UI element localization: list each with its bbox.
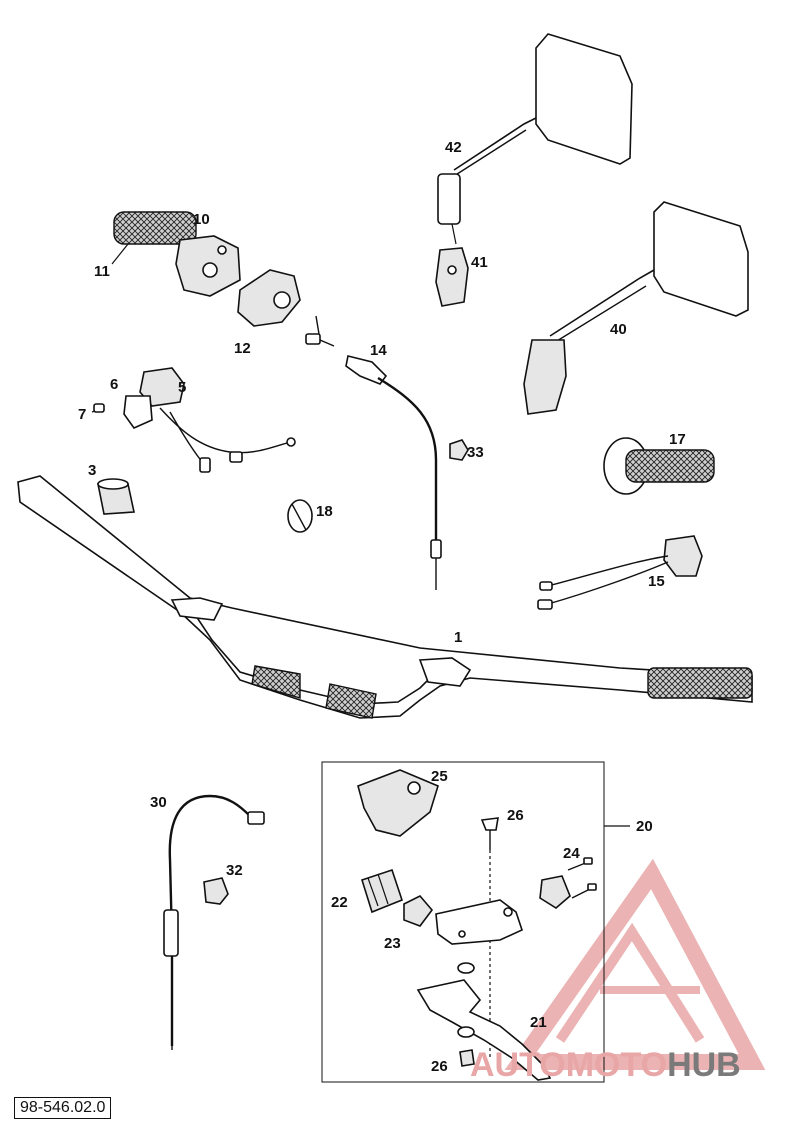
handlebar-part <box>17 475 753 719</box>
grip-knurl <box>647 667 753 699</box>
throttle-cable-part <box>305 315 442 590</box>
callout-26-top: 26 <box>507 807 524 824</box>
callout-10: 10 <box>193 211 210 228</box>
watermark-logo <box>504 858 766 1070</box>
throttle-cover-part <box>237 269 301 327</box>
lever-cover-part <box>357 769 439 837</box>
kill-switch-part <box>123 367 296 473</box>
lever-screws-part <box>567 857 597 899</box>
callout-5: 5 <box>178 379 186 396</box>
callout-23: 23 <box>384 935 401 952</box>
mirror-mount-part <box>435 247 469 307</box>
document-number: 98-546.02.0 <box>14 1097 112 1119</box>
callout-7: 7 <box>78 406 86 423</box>
assembly-box <box>321 761 605 1083</box>
callout-42: 42 <box>445 139 462 156</box>
callout-33: 33 <box>467 444 484 461</box>
callout-30: 30 <box>150 794 167 811</box>
mirror-right-part <box>523 201 749 415</box>
callout-12: 12 <box>234 340 251 357</box>
crossbar-pad <box>325 683 377 719</box>
callout-1: 1 <box>454 629 462 646</box>
lever-bracket-part <box>403 875 571 945</box>
callout-3: 3 <box>88 462 96 479</box>
callout-15: 15 <box>648 573 665 590</box>
watermark-text: AUTOMOTOHUB <box>470 1046 741 1084</box>
callout-20: 20 <box>636 818 653 835</box>
clamp-part <box>287 499 313 533</box>
callout-6: 6 <box>110 376 118 393</box>
nut-part <box>449 439 469 461</box>
callout-25: 25 <box>431 768 448 785</box>
callout-24: 24 <box>563 845 580 862</box>
clutch-cable-part <box>163 794 265 1050</box>
start-switch-part <box>537 535 703 610</box>
clutch-lever-part <box>416 962 552 1081</box>
throttle-grip-part <box>111 211 241 297</box>
cable-adjuster-part <box>203 877 229 905</box>
callout-40: 40 <box>610 321 627 338</box>
callout-41: 41 <box>471 254 488 271</box>
screw-part <box>91 403 105 413</box>
mirror-left-part <box>437 33 633 245</box>
crossbar-pad <box>251 665 301 699</box>
left-grip-part <box>603 437 715 495</box>
bushing-part <box>97 478 135 515</box>
callout-26-bottom: 26 <box>431 1058 448 1075</box>
callout-32: 32 <box>226 862 243 879</box>
callout-21: 21 <box>530 1014 547 1031</box>
callout-18: 18 <box>316 503 333 520</box>
watermark-word-b: HUB <box>667 1046 741 1084</box>
callout-14: 14 <box>370 342 387 359</box>
callout-22: 22 <box>331 894 348 911</box>
adjuster-barrel-part <box>361 868 403 914</box>
watermark-word-a: AUTOMOTO <box>470 1046 667 1084</box>
callout-17: 17 <box>669 431 686 448</box>
callout-11: 11 <box>94 263 110 280</box>
